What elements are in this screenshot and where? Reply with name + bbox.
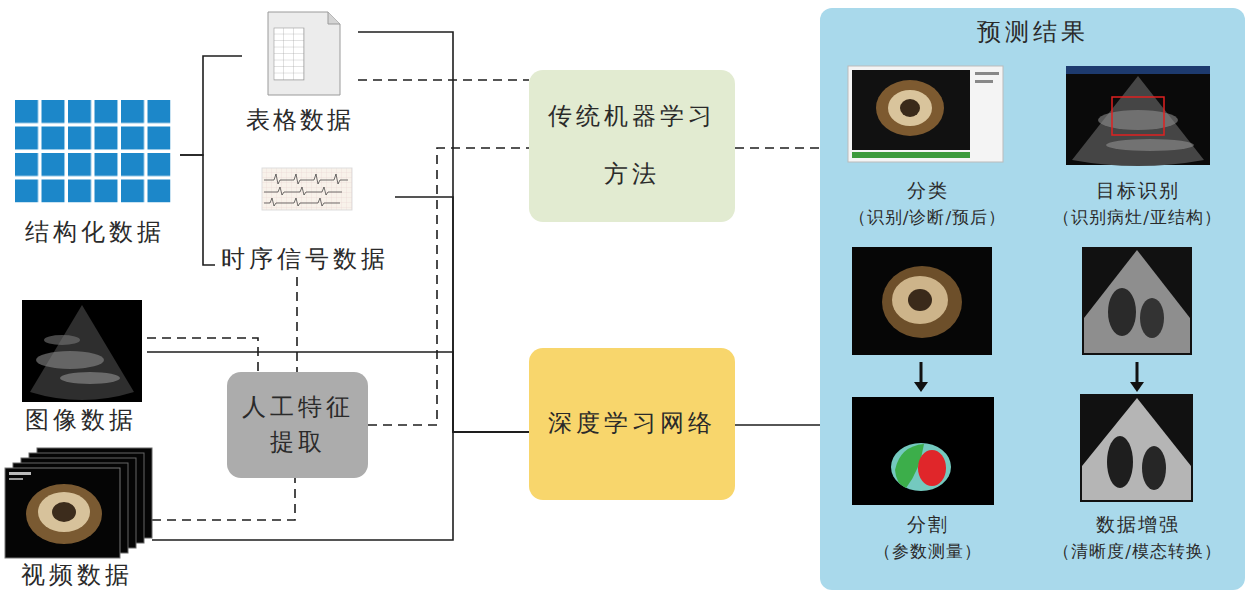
node-sublabel: （识别/诊断/预后） (849, 207, 1006, 228)
node-label: 表格数据 (246, 105, 354, 135)
result-item: 分割 （参数测量） (835, 244, 1020, 566)
connector-line (358, 32, 529, 432)
table-icon (268, 12, 340, 95)
node-label: 图像数据 (25, 405, 137, 435)
node-label: 人工特征 提取 (237, 390, 358, 460)
node-sublabel: （识别病灶/亚结构） (1053, 207, 1222, 228)
connector-line (368, 148, 529, 425)
connector (358, 32, 529, 432)
data-source: 图像数据 (15, 296, 147, 438)
connector-line (735, 147, 820, 149)
process-box: 深度学习网络 (529, 348, 735, 500)
connector (152, 478, 295, 520)
node-sublabel: （清晰度/模态转换） (1053, 541, 1222, 562)
connector-line (152, 478, 295, 520)
node-sublabel: （参数测量） (874, 541, 982, 562)
data-source: 视频数据 (2, 446, 152, 593)
node-label: 结构化数据 (25, 217, 165, 247)
connector-line (296, 277, 298, 372)
connector (147, 338, 258, 372)
result-item: 数据增强 （清晰度/模态转换） (1035, 244, 1240, 566)
video-frames (5, 448, 152, 558)
connector (297, 277, 298, 372)
result-item: 目标识别 （识别病灶/亚结构） (1035, 62, 1240, 232)
grid-icon (15, 100, 171, 203)
connector (180, 56, 242, 155)
connector (735, 425, 820, 426)
connector-line (180, 155, 215, 265)
node-label: 目标识别 (1096, 179, 1180, 203)
process-box: 传统机器学习 方法 (529, 70, 735, 222)
process-box: 人工特征 提取 (227, 372, 368, 478)
result-item: 分类 （识别/诊断/预后） (835, 62, 1020, 232)
connector (180, 155, 215, 265)
ecg-icon (262, 168, 352, 210)
connector (735, 148, 820, 149)
connector (395, 197, 529, 432)
node-label: 分割 (907, 513, 949, 537)
connector-line (358, 79, 529, 81)
node-label: 传统机器学习 方法 (539, 88, 725, 203)
connector (358, 80, 529, 81)
result-panel: 预测结果分类 （识别/诊断/预后） 目标识别 （识别病灶/亚结构） 分割 （参数测量） 数据… (820, 8, 1245, 590)
data-source: 结构化数据 (10, 98, 180, 250)
data-source: 表格数据 (242, 8, 358, 138)
connector-line (395, 197, 529, 432)
ultrasound-image (22, 300, 142, 402)
data-source: 时序信号数据 (215, 162, 395, 277)
connector-line (735, 424, 820, 426)
node-label: 分类 (907, 179, 949, 203)
node-label: 视频数据 (21, 560, 133, 590)
node-label: 预测结果 (820, 8, 1245, 47)
node-label: 深度学习网络 (548, 407, 716, 441)
node-label: 时序信号数据 (221, 244, 389, 274)
connector (368, 148, 529, 425)
connector-line (180, 56, 242, 155)
connector-line (147, 338, 258, 372)
node-label: 数据增强 (1096, 513, 1180, 537)
